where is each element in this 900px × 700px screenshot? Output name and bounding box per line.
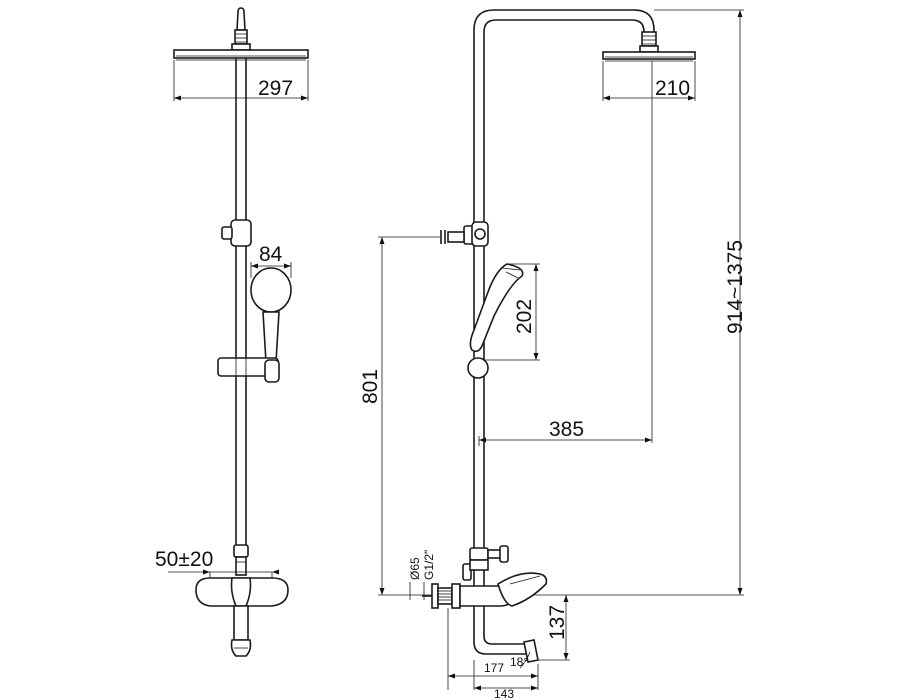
side-wall-flange [422, 583, 461, 609]
side-overhead-shower [602, 51, 696, 62]
dimension-side-head: 210 [602, 61, 696, 101]
side-spout-angle: 18° [510, 651, 531, 669]
front-vertical-rail [235, 58, 247, 545]
dimension-side-holder-height: 801 [359, 236, 441, 596]
front-diverter [233, 544, 249, 576]
dimension-side-height-range: 914~1375 [532, 9, 747, 596]
dimension-side-hand-shower: 202 [484, 263, 540, 361]
front-hand-shower [217, 267, 292, 383]
label-side-holder-height: 801 [359, 369, 382, 404]
front-overhead-shower [173, 49, 309, 61]
label-side-head-diameter: 210 [655, 77, 690, 100]
label-connection-diameter: Ø65 [408, 557, 422, 580]
dimension-front-hand-shower: 84 [250, 243, 292, 278]
side-wall-holder [440, 221, 489, 247]
side-head-connector [639, 31, 659, 53]
front-head-connector [231, 7, 251, 51]
front-upper-slider [221, 219, 252, 247]
label-thread: G1/2" [422, 550, 436, 580]
label-side-hand-shower-length: 202 [513, 299, 536, 334]
side-mixer [459, 572, 548, 607]
front-view: 297 84 [155, 7, 309, 657]
label-spout-length-outer: 177 [484, 661, 504, 675]
side-connection-labels: Ø65 G1/2" [408, 550, 436, 600]
label-spout-length-inner: 143 [494, 687, 514, 700]
label-side-arm-reach: 385 [549, 418, 584, 441]
side-diverter [462, 545, 509, 581]
dimension-side-mixer-height: 137 [536, 595, 570, 661]
label-side-height-range: 914~1375 [724, 240, 747, 334]
label-side-mixer-height: 137 [546, 605, 569, 640]
side-spout [473, 606, 539, 663]
side-view: 210 202 [359, 9, 747, 700]
side-hand-shower [467, 263, 524, 379]
dimension-front-head: 297 [173, 60, 309, 101]
label-front-head-diameter: 297 [258, 77, 293, 100]
label-front-inlet-spacing: 50±20 [155, 548, 213, 571]
side-riser-arm [473, 9, 655, 600]
front-mixer [195, 577, 289, 657]
dimension-side-arm-reach: 385 [478, 418, 652, 446]
dimension-side-spout: 177 143 [447, 608, 539, 700]
label-spout-angle: 18° [510, 655, 528, 669]
label-front-hand-shower-width: 84 [259, 243, 283, 266]
